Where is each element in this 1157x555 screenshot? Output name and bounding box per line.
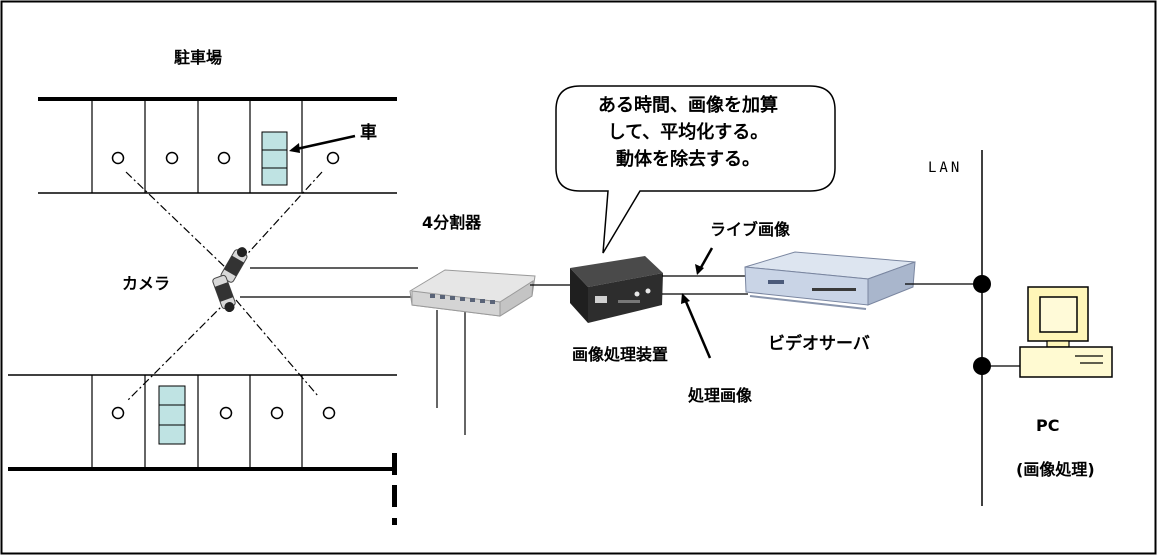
space-marker — [219, 406, 233, 420]
callout-bubble — [555, 85, 836, 254]
space-marker — [326, 151, 340, 165]
camera-icon — [212, 247, 248, 313]
callout-line: して、平均化する。 — [607, 122, 769, 143]
video-server-label: ビデオサーバ — [768, 334, 870, 354]
space-marker — [111, 406, 125, 420]
space-marker — [217, 151, 231, 165]
pc-role-label: (画像処理) — [1016, 460, 1095, 479]
splitter-label: 4分割器 — [422, 213, 482, 232]
callout-text: ある時間、画像を加算 して、平均化する。 動体を除去する。 — [548, 92, 828, 173]
processed-image-arrow — [682, 296, 712, 359]
callout-line: 動体を除去する。 — [616, 149, 760, 170]
processor-icon — [570, 256, 663, 323]
parking-lot-label: 駐車場 — [174, 48, 223, 67]
pc-label: PC — [1036, 416, 1060, 435]
parking-row-bottom — [8, 374, 397, 471]
splitter-icon — [409, 269, 536, 317]
processed-image-label: 処理画像 — [688, 386, 753, 405]
video-server-icon — [744, 251, 916, 310]
space-marker — [322, 406, 336, 420]
camera-label: カメラ — [122, 274, 171, 293]
live-image-label: ライブ画像 — [710, 220, 791, 239]
car-icon — [261, 131, 288, 186]
car-pointer-arrow — [291, 134, 356, 152]
car-label: 車 — [360, 123, 377, 143]
image-processor-label: 画像処理装置 — [572, 345, 669, 364]
car-icon — [158, 385, 186, 445]
callout-line: ある時間、画像を加算 — [598, 95, 778, 116]
space-marker — [270, 406, 284, 420]
lan-label: LAN — [928, 160, 963, 176]
lan-node — [973, 275, 991, 293]
camera-view-lines — [125, 171, 323, 401]
space-marker — [111, 151, 125, 165]
continuation-marks — [392, 453, 397, 525]
parking-row-top — [38, 97, 397, 194]
pc-icon — [1019, 286, 1113, 378]
space-marker — [165, 151, 179, 165]
